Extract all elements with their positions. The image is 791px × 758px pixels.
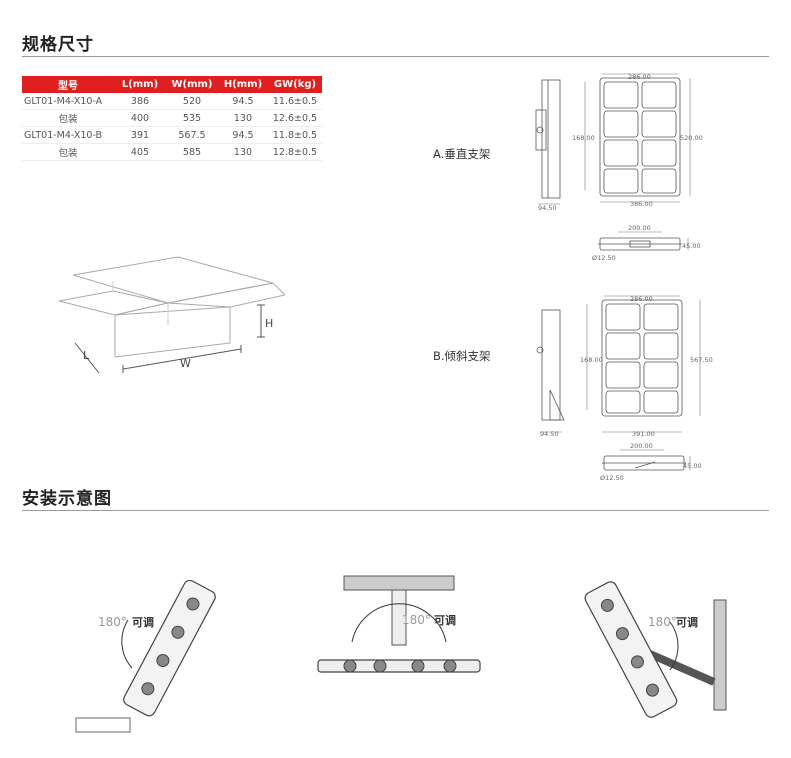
install-wall-mount: 180° 可调 bbox=[584, 581, 727, 718]
box-label-h: H bbox=[265, 317, 273, 330]
cell-model: 包装 bbox=[22, 109, 114, 127]
cell-model: GLT01-M4-X10-B bbox=[22, 126, 114, 144]
cell-width: 567.5 bbox=[166, 126, 218, 144]
install-adjust: 可调 bbox=[132, 615, 154, 629]
box-label-w: W bbox=[180, 357, 191, 370]
cell-weight: 11.8±0.5 bbox=[268, 126, 322, 144]
cell-height: 94.5 bbox=[218, 126, 268, 144]
table-row: GLT01-M4-X10-B 391 567.5 94.5 11.8±0.5 bbox=[22, 126, 322, 144]
dim-a-mount-h: 45.00 bbox=[682, 242, 701, 250]
cell-weight: 12.6±0.5 bbox=[268, 109, 322, 127]
bracket-b-label: B.倾斜支架 bbox=[433, 349, 491, 363]
install-ceiling-mount: 180° 可调 bbox=[317, 575, 481, 673]
dim-b-mount-h: 45.00 bbox=[683, 462, 702, 470]
install-angle: 180° bbox=[98, 615, 127, 629]
cell-weight: 12.8±0.5 bbox=[268, 143, 322, 161]
dim-a-height-inner: 168.00 bbox=[572, 134, 595, 142]
cell-length: 400 bbox=[114, 109, 166, 127]
dim-b-mount-w: 200.00 bbox=[630, 442, 653, 450]
cell-length: 391 bbox=[114, 126, 166, 144]
spec-section-divider bbox=[22, 56, 769, 57]
dim-a-top: 286.00 bbox=[628, 73, 651, 81]
dim-a-hole: Ø12.50 bbox=[592, 254, 616, 262]
dim-b-height-total: 567.50 bbox=[690, 356, 713, 364]
dim-a-side-depth: 94.50 bbox=[538, 204, 557, 212]
cell-model: 包装 bbox=[22, 143, 114, 161]
dim-b-width: 391.00 bbox=[632, 430, 655, 438]
spec-table-header: 型号 L(mm) W(mm) H(mm) GW(kg) bbox=[22, 76, 322, 93]
header-length: L(mm) bbox=[114, 76, 166, 93]
dim-b-side-depth: 94.50 bbox=[540, 430, 559, 438]
table-row: GLT01-M4-X10-A 386 520 94.5 11.6±0.5 bbox=[22, 93, 322, 110]
cell-width: 585 bbox=[166, 143, 218, 161]
dim-b-hole: Ø12.50 bbox=[600, 474, 624, 482]
install-angle: 180° bbox=[402, 613, 431, 627]
cell-height: 94.5 bbox=[218, 93, 268, 110]
header-height: H(mm) bbox=[218, 76, 268, 93]
cell-model: GLT01-M4-X10-A bbox=[22, 93, 114, 110]
table-row: 包装 400 535 130 12.6±0.5 bbox=[22, 109, 322, 127]
cell-height: 130 bbox=[218, 143, 268, 161]
table-row: 包装 405 585 130 12.8±0.5 bbox=[22, 143, 322, 161]
dim-a-height-total: 520.00 bbox=[680, 134, 703, 142]
packaging-box-diagram: W L H bbox=[58, 256, 285, 374]
install-floor-mount: 180° 可调 bbox=[75, 579, 216, 733]
spec-section-title: 规格尺寸 bbox=[22, 35, 94, 55]
bracket-a-label: A.垂直支架 bbox=[433, 147, 491, 161]
dim-a-width: 386.00 bbox=[630, 200, 653, 208]
header-model: 型号 bbox=[22, 76, 114, 93]
install-section-divider bbox=[22, 510, 769, 511]
cell-width: 520 bbox=[166, 93, 218, 110]
install-angle: 180° bbox=[648, 615, 677, 629]
cell-weight: 11.6±0.5 bbox=[268, 93, 322, 110]
drawing-tilt-bracket: 286.00 168.00 567.50 391.00 94.50 200.00… bbox=[536, 295, 713, 482]
drawing-vertical-bracket: 286.00 168.00 520.00 386.00 94.50 200.00… bbox=[535, 73, 703, 262]
cell-length: 386 bbox=[114, 93, 166, 110]
cell-height: 130 bbox=[218, 109, 268, 127]
dim-b-top: 286.00 bbox=[630, 295, 653, 303]
spec-table: 型号 L(mm) W(mm) H(mm) GW(kg) GLT01-M4-X10… bbox=[22, 76, 322, 161]
cell-length: 405 bbox=[114, 143, 166, 161]
dim-b-height-inner: 168.00 bbox=[580, 356, 603, 364]
cell-width: 535 bbox=[166, 109, 218, 127]
install-section-title: 安装示意图 bbox=[22, 489, 112, 509]
header-weight: GW(kg) bbox=[268, 76, 322, 93]
box-label-l: L bbox=[83, 349, 90, 362]
dim-a-mount-w: 200.00 bbox=[628, 224, 651, 232]
install-adjust: 可调 bbox=[676, 615, 698, 629]
install-adjust: 可调 bbox=[434, 613, 456, 627]
header-width: W(mm) bbox=[166, 76, 218, 93]
